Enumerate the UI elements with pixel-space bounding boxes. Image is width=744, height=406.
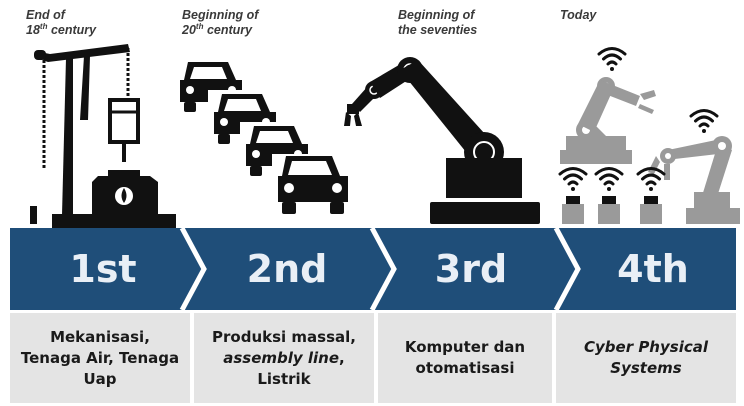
robot-arm-icon [344, 57, 540, 224]
description-4th: Cyber Physical Systems [556, 313, 736, 403]
smart-robot-icon [560, 77, 740, 224]
era-label-1-line2: 18th century [26, 21, 97, 37]
chevron-separator-3 [553, 228, 581, 310]
description-4th-line-2: Systems [610, 359, 682, 377]
stage-label-3rd: 3rd [434, 247, 508, 291]
description-1st-line-3: Uap [83, 369, 117, 388]
description-4th-line-1: Cyber Physical [584, 338, 708, 356]
chevron-separator-1 [179, 228, 207, 310]
era-label-1: End of 18th century [26, 8, 96, 38]
timeline-band [10, 228, 736, 310]
illustrations [30, 44, 740, 228]
era-label-2-line1: Beginning of [182, 8, 259, 22]
era-label-4-line1: Today [560, 8, 597, 22]
era-label-4: Today [560, 8, 596, 23]
steam-engine-icon [30, 44, 176, 228]
era-label-2-line2: 20th century [182, 21, 253, 37]
description-2nd-line-2: assembly line, [223, 348, 345, 367]
era-label-3-line2: the seventies [398, 23, 478, 37]
era-label-3: Beginning of the seventies [398, 8, 477, 38]
description-2nd-line-3: Listrik [257, 369, 311, 388]
era-label-1-line1: End of [26, 8, 65, 22]
era-label-2: Beginning of 20th century [182, 8, 258, 38]
description-2nd: Produksi massal, assembly line, Listrik [194, 313, 374, 403]
stage-label-1st: 1st [69, 247, 137, 291]
stage-label-4th: 4th [617, 247, 689, 291]
description-3rd-line-2: otomatisasi [415, 359, 515, 377]
chevron-separator-2 [369, 228, 397, 310]
description-1st: Mekanisasi, Tenaga Air, Tenaga Uap [10, 313, 190, 403]
stage-label-2nd: 2nd [246, 247, 328, 291]
car-icon [180, 62, 354, 222]
description-2nd-line-1: Produksi massal, [212, 327, 356, 346]
description-1st-line-2: Tenaga Air, Tenaga [20, 348, 180, 367]
description-3rd: Komputer dan otomatisasi [378, 313, 552, 403]
wifi-icon [558, 47, 719, 191]
description-3rd-line-1: Komputer dan [404, 338, 526, 356]
description-1st-line-1: Mekanisasi, [50, 327, 150, 346]
era-label-3-line1: Beginning of [398, 8, 475, 22]
